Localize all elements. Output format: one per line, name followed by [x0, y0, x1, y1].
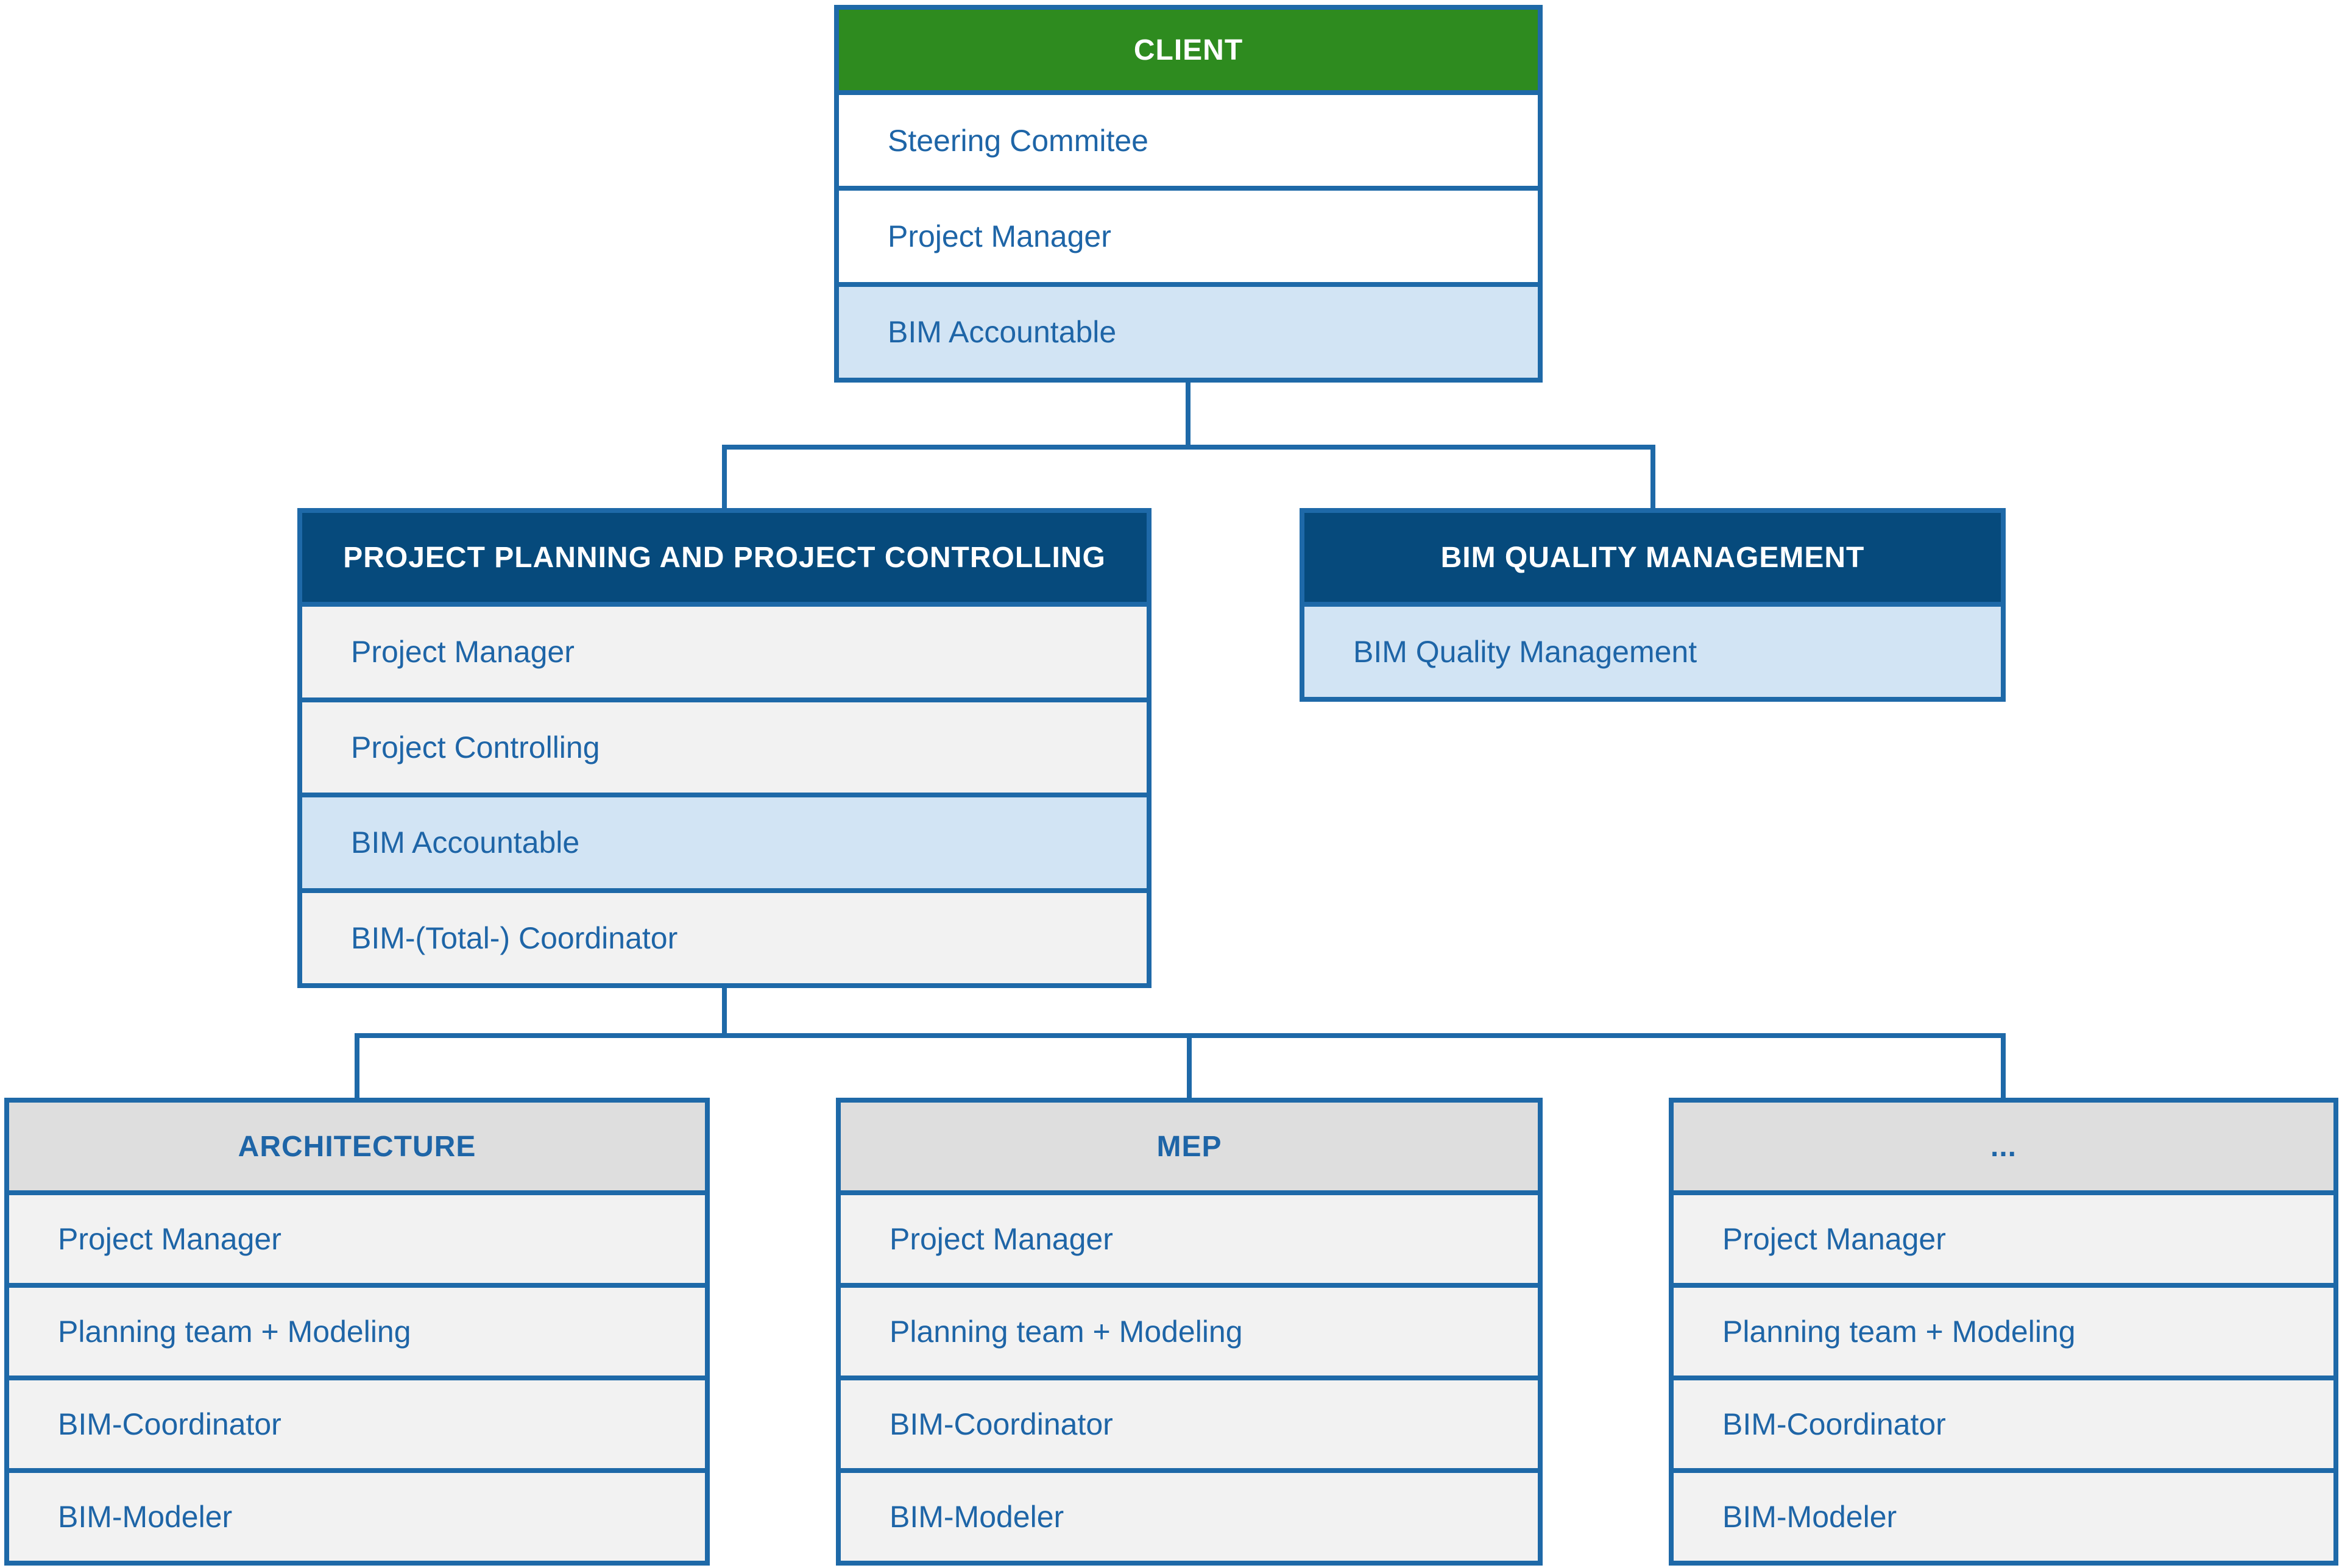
row-label: Project Manager	[888, 219, 1111, 253]
connector-planning-drop	[722, 445, 727, 508]
org-row-bim-modeler: BIM-Modeler	[1674, 1468, 2333, 1561]
quality-header: BIM QUALITY MANAGEMENT	[1304, 513, 2001, 602]
mep-header: MEP	[841, 1103, 1538, 1190]
org-row-project-manager: Project Manager	[9, 1190, 705, 1283]
row-label: Planning team + Modeling	[890, 1315, 1243, 1349]
org-row-planning-team: Planning team + Modeling	[1674, 1283, 2333, 1376]
connector-planning-down	[722, 988, 727, 1038]
row-label: BIM-Modeler	[1722, 1500, 1897, 1534]
row-label: BIM-Coordinator	[58, 1407, 281, 1441]
row-label: Project Manager	[58, 1222, 281, 1256]
row-label: BIM-Coordinator	[1722, 1407, 1946, 1441]
row-label: Project Manager	[351, 635, 575, 669]
row-label: Project Manager	[890, 1222, 1113, 1256]
org-box-mep: MEP Project Manager Planning team + Mode…	[836, 1098, 1543, 1566]
connector-quality-drop	[1650, 445, 1655, 508]
connector-level2-horizontal	[722, 445, 1655, 450]
row-label: BIM Accountable	[888, 315, 1117, 350]
row-label: BIM-Coordinator	[890, 1407, 1113, 1441]
org-row-bim-accountable: BIM Accountable	[302, 793, 1147, 888]
row-label: BIM Accountable	[351, 825, 580, 860]
org-row-planning-team: Planning team + Modeling	[9, 1283, 705, 1376]
row-label: BIM Quality Management	[1353, 635, 1697, 669]
org-row-project-controlling: Project Controlling	[302, 697, 1147, 793]
connector-mep-drop	[1187, 1033, 1192, 1100]
org-row-bim-accountable: BIM Accountable	[839, 281, 1538, 378]
org-row-project-manager: Project Manager	[302, 602, 1147, 697]
row-label: BIM-Modeler	[890, 1500, 1064, 1534]
org-row-bim-modeler: BIM-Modeler	[9, 1468, 705, 1561]
connector-architecture-drop	[355, 1033, 359, 1100]
org-box-planning: PROJECT PLANNING AND PROJECT CONTROLLING…	[297, 508, 1152, 988]
org-row-bim-modeler: BIM-Modeler	[841, 1468, 1538, 1561]
row-label: BIM-(Total-) Coordinator	[351, 920, 678, 955]
org-row-bim-coordinator: BIM-Coordinator	[841, 1376, 1538, 1468]
org-row-planning-team: Planning team + Modeling	[841, 1283, 1538, 1376]
org-row-steering-commitee: Steering Commitee	[839, 90, 1538, 186]
row-label: Steering Commitee	[888, 123, 1148, 158]
org-row-bim-coordinator: BIM-Coordinator	[1674, 1376, 2333, 1468]
row-label: Planning team + Modeling	[58, 1315, 411, 1349]
org-row-project-manager: Project Manager	[839, 186, 1538, 282]
org-row-project-manager: Project Manager	[1674, 1190, 2333, 1283]
planning-header: PROJECT PLANNING AND PROJECT CONTROLLING	[302, 513, 1147, 602]
org-row-bim-coordinator: BIM-Coordinator	[9, 1376, 705, 1468]
connector-level3-horizontal	[355, 1033, 2006, 1038]
org-row-bim-quality-management: BIM Quality Management	[1304, 602, 2001, 697]
more-header: ...	[1674, 1103, 2333, 1190]
row-label: Project Manager	[1722, 1222, 1946, 1256]
architecture-header: ARCHITECTURE	[9, 1103, 705, 1190]
row-label: Planning team + Modeling	[1722, 1315, 2076, 1349]
org-box-architecture: ARCHITECTURE Project Manager Planning te…	[4, 1098, 710, 1566]
row-label: BIM-Modeler	[58, 1500, 233, 1534]
org-box-client: CLIENT Steering Commitee Project Manager…	[834, 5, 1543, 383]
row-label: Project Controlling	[351, 730, 600, 765]
org-box-quality: BIM QUALITY MANAGEMENT BIM Quality Manag…	[1300, 508, 2006, 702]
connector-more-drop	[2001, 1033, 2006, 1100]
org-row-project-manager: Project Manager	[841, 1190, 1538, 1283]
connector-client-down	[1186, 383, 1190, 450]
client-header: CLIENT	[839, 10, 1538, 90]
org-box-more: ... Project Manager Planning team + Mode…	[1669, 1098, 2338, 1566]
org-row-bim-total-coordinator: BIM-(Total-) Coordinator	[302, 888, 1147, 983]
